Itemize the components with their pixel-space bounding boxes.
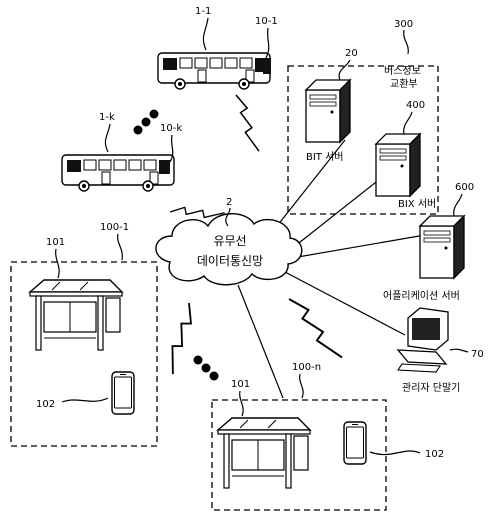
bus-stop-1-ref: 100-1 <box>100 222 129 233</box>
bus-1-device-ref: 10-1 <box>255 16 278 27</box>
network-label-line1: 유무선 <box>213 234 246 248</box>
bus-stop-1-shelter-ref: 101 <box>46 237 65 248</box>
wireless-link-bus-1 <box>236 93 259 152</box>
bus-stop-n-shelter-icon <box>218 418 310 488</box>
admin-terminal-label: 관리자 단말기 <box>402 382 460 394</box>
wireless-link-stop-n <box>289 289 342 367</box>
application-server-label: 어플리케이션 서버 <box>383 290 460 302</box>
server-group-ref: 300 <box>394 19 413 30</box>
bus-1-icon <box>158 53 270 89</box>
bus-stop-n-ref: 100-n <box>292 362 321 373</box>
bus-stop-n-phone-ref: 102 <box>425 449 444 460</box>
bit-server-label: BIT 서버 <box>306 151 344 163</box>
ellipsis-dot <box>202 364 211 373</box>
bus-stop-n-shelter-ref: 101 <box>231 379 250 390</box>
bit-server-icon <box>306 80 350 142</box>
application-server-icon <box>420 216 464 278</box>
ellipsis-dot <box>194 356 203 365</box>
bus-1-ref: 1-1 <box>195 6 211 17</box>
admin-terminal-ref: 70 <box>471 349 484 360</box>
bix-server-icon <box>376 134 420 196</box>
bus-k-device-ref: 10-k <box>160 123 182 134</box>
ellipsis-dot <box>210 372 219 381</box>
bus-k-ref: 1-k <box>99 112 115 123</box>
admin-terminal-icon <box>398 308 448 372</box>
network-cloud <box>156 214 302 285</box>
network-label-line2: 데이터통신망 <box>197 254 263 268</box>
bus-stop-1-phone-ref: 102 <box>36 399 55 410</box>
bus-stop-1-shelter-icon <box>30 280 122 350</box>
ellipsis-dot <box>142 118 151 127</box>
ellipsis-dot <box>150 110 159 119</box>
application-server-ref: 600 <box>455 182 474 193</box>
bus-stop-n-phone-icon <box>344 422 366 464</box>
bix-server-label: BIX 서버 <box>398 198 436 210</box>
server-group-label-1: 버스정보 <box>384 65 421 77</box>
bus-1-terminal <box>263 58 271 74</box>
bus-k-icon <box>62 155 174 191</box>
ellipsis-dot <box>134 126 143 135</box>
bix-server-ref: 400 <box>406 100 425 111</box>
bus-stop-1-phone-icon <box>112 372 134 414</box>
server-group-label-2: 교환부 <box>390 78 418 90</box>
bit-server-ref: 20 <box>345 48 358 59</box>
network-ref: 2 <box>226 197 232 208</box>
